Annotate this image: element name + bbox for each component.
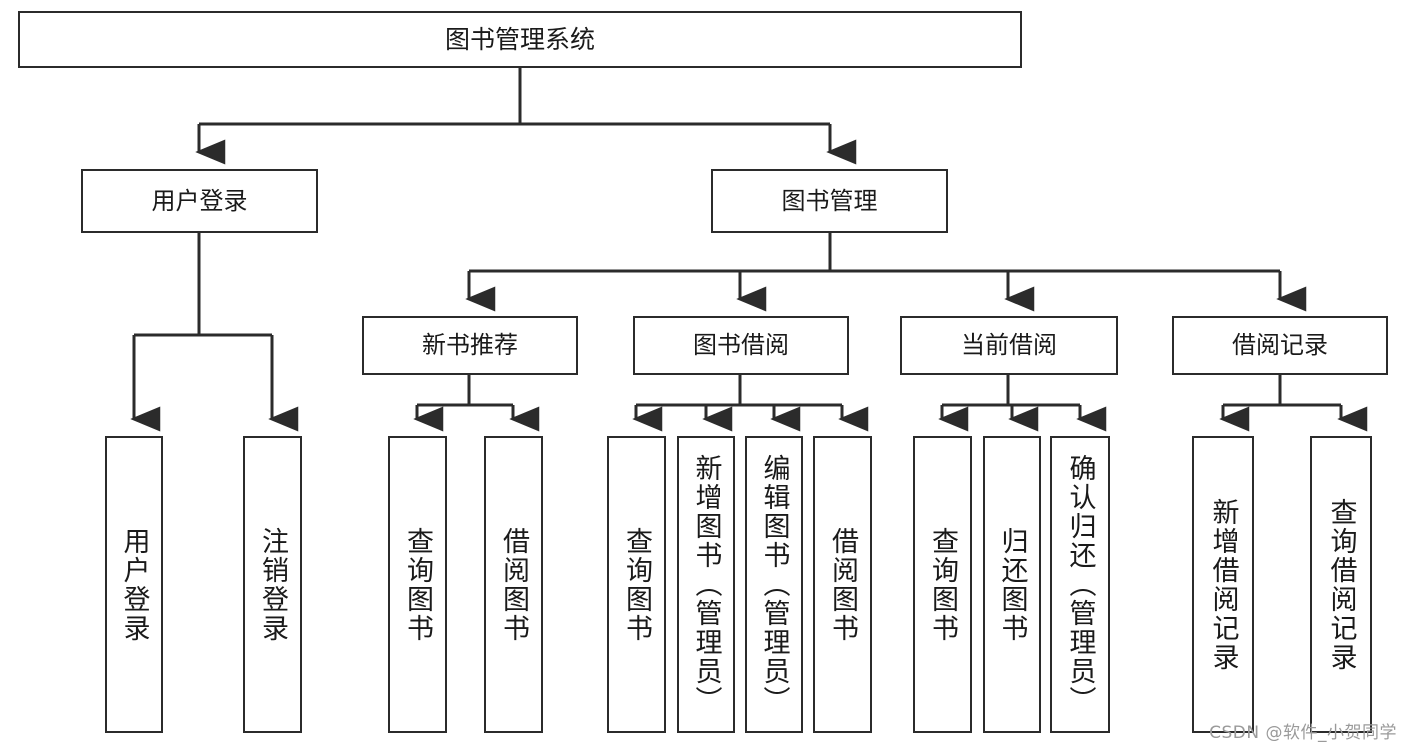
node-label: 查询图书 — [402, 526, 433, 643]
node-borrow-record-label: 借阅记录 — [1232, 331, 1328, 360]
node-book-manage-label: 图书管理 — [781, 186, 878, 215]
node-label: 借阅图书 — [498, 526, 529, 643]
node-leaf-borrow-book[interactable]: 借阅图书 — [813, 436, 872, 733]
node-label: 编辑图书（管理员） — [758, 454, 790, 715]
node-leaf-query-book-cur[interactable]: 查询图书 — [913, 436, 972, 733]
node-label: 查询图书 — [621, 526, 652, 643]
node-label: 查询借阅记录 — [1325, 497, 1357, 672]
node-label: 新增图书（管理员） — [690, 454, 722, 715]
node-label: 归还图书 — [996, 526, 1028, 643]
node-book-borrow[interactable]: 图书借阅 — [633, 316, 849, 375]
node-new-book-rec-label: 新书推荐 — [422, 331, 518, 360]
node-current-borrow-label: 当前借阅 — [961, 331, 1057, 360]
node-label: 查询图书 — [927, 526, 958, 643]
node-leaf-borrow-book-rec[interactable]: 借阅图书 — [484, 436, 543, 733]
node-user-login[interactable]: 用户登录 — [81, 169, 318, 233]
node-leaf-return-book[interactable]: 归还图书 — [983, 436, 1041, 733]
node-leaf-query-book[interactable]: 查询图书 — [607, 436, 666, 733]
node-leaf-user-login[interactable]: 用户登录 — [105, 436, 163, 733]
node-label: 用户登录 — [118, 526, 150, 643]
node-leaf-edit-book-admin[interactable]: 编辑图书（管理员） — [745, 436, 803, 733]
node-label: 新增借阅记录 — [1207, 497, 1239, 672]
node-label: 注销登录 — [257, 526, 288, 643]
node-borrow-record[interactable]: 借阅记录 — [1172, 316, 1388, 375]
node-root[interactable]: 图书管理系统 — [18, 11, 1022, 68]
node-book-borrow-label: 图书借阅 — [693, 331, 789, 360]
node-new-book-rec[interactable]: 新书推荐 — [362, 316, 578, 375]
node-root-label: 图书管理系统 — [444, 24, 595, 54]
node-user-login-label: 用户登录 — [151, 186, 248, 215]
node-leaf-add-record[interactable]: 新增借阅记录 — [1192, 436, 1254, 733]
node-current-borrow[interactable]: 当前借阅 — [900, 316, 1118, 375]
node-leaf-logout[interactable]: 注销登录 — [243, 436, 302, 733]
node-leaf-query-book-rec[interactable]: 查询图书 — [388, 436, 447, 733]
node-leaf-confirm-return[interactable]: 确认归还（管理员） — [1050, 436, 1110, 733]
node-book-manage[interactable]: 图书管理 — [711, 169, 948, 233]
node-leaf-add-book-admin[interactable]: 新增图书（管理员） — [677, 436, 735, 733]
node-leaf-query-record[interactable]: 查询借阅记录 — [1310, 436, 1372, 733]
node-label: 确认归还（管理员） — [1064, 454, 1096, 715]
node-label: 借阅图书 — [827, 526, 858, 643]
